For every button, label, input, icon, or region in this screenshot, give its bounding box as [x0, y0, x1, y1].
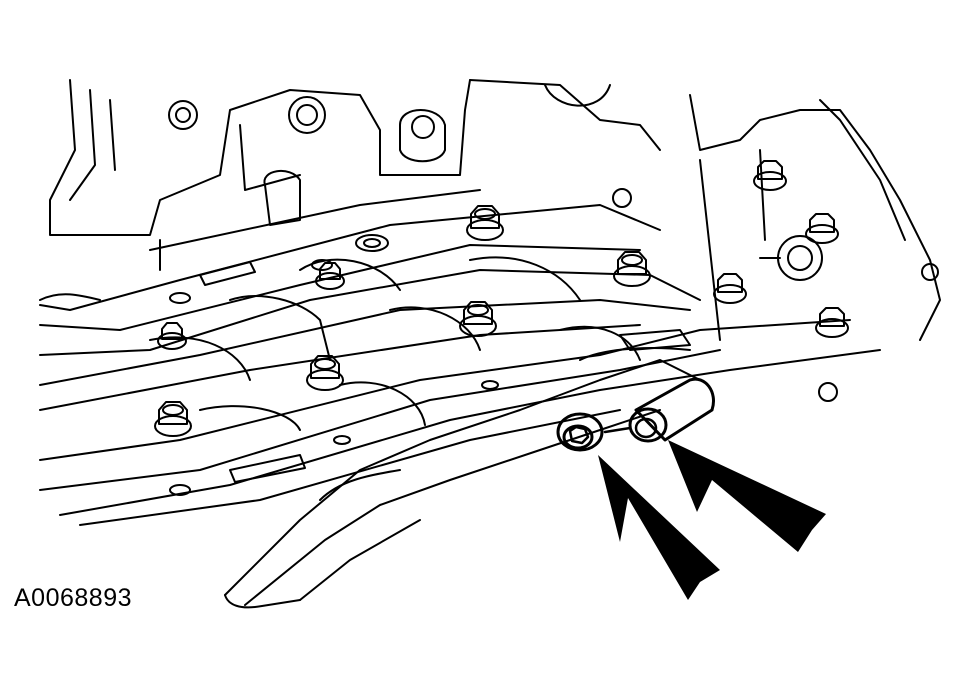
main-bearing-bolts [155, 206, 650, 495]
bolt-right [605, 379, 713, 441]
arrow-left-icon [598, 455, 720, 600]
figure-id-label: A0068893 [14, 584, 133, 612]
upper-bolt-bosses [169, 97, 938, 401]
arrow-right-icon [668, 440, 826, 552]
crankshaft-webs [150, 257, 640, 430]
oil-pan-gasket-rails [40, 190, 880, 525]
oil-pickup-tube [225, 348, 700, 607]
bolt-left [558, 414, 602, 450]
callout-arrows [598, 440, 826, 600]
engine-block-upper [50, 80, 940, 340]
flange-bolts [714, 161, 848, 337]
bolt-cap [467, 206, 503, 240]
rail-cutouts [200, 262, 690, 482]
